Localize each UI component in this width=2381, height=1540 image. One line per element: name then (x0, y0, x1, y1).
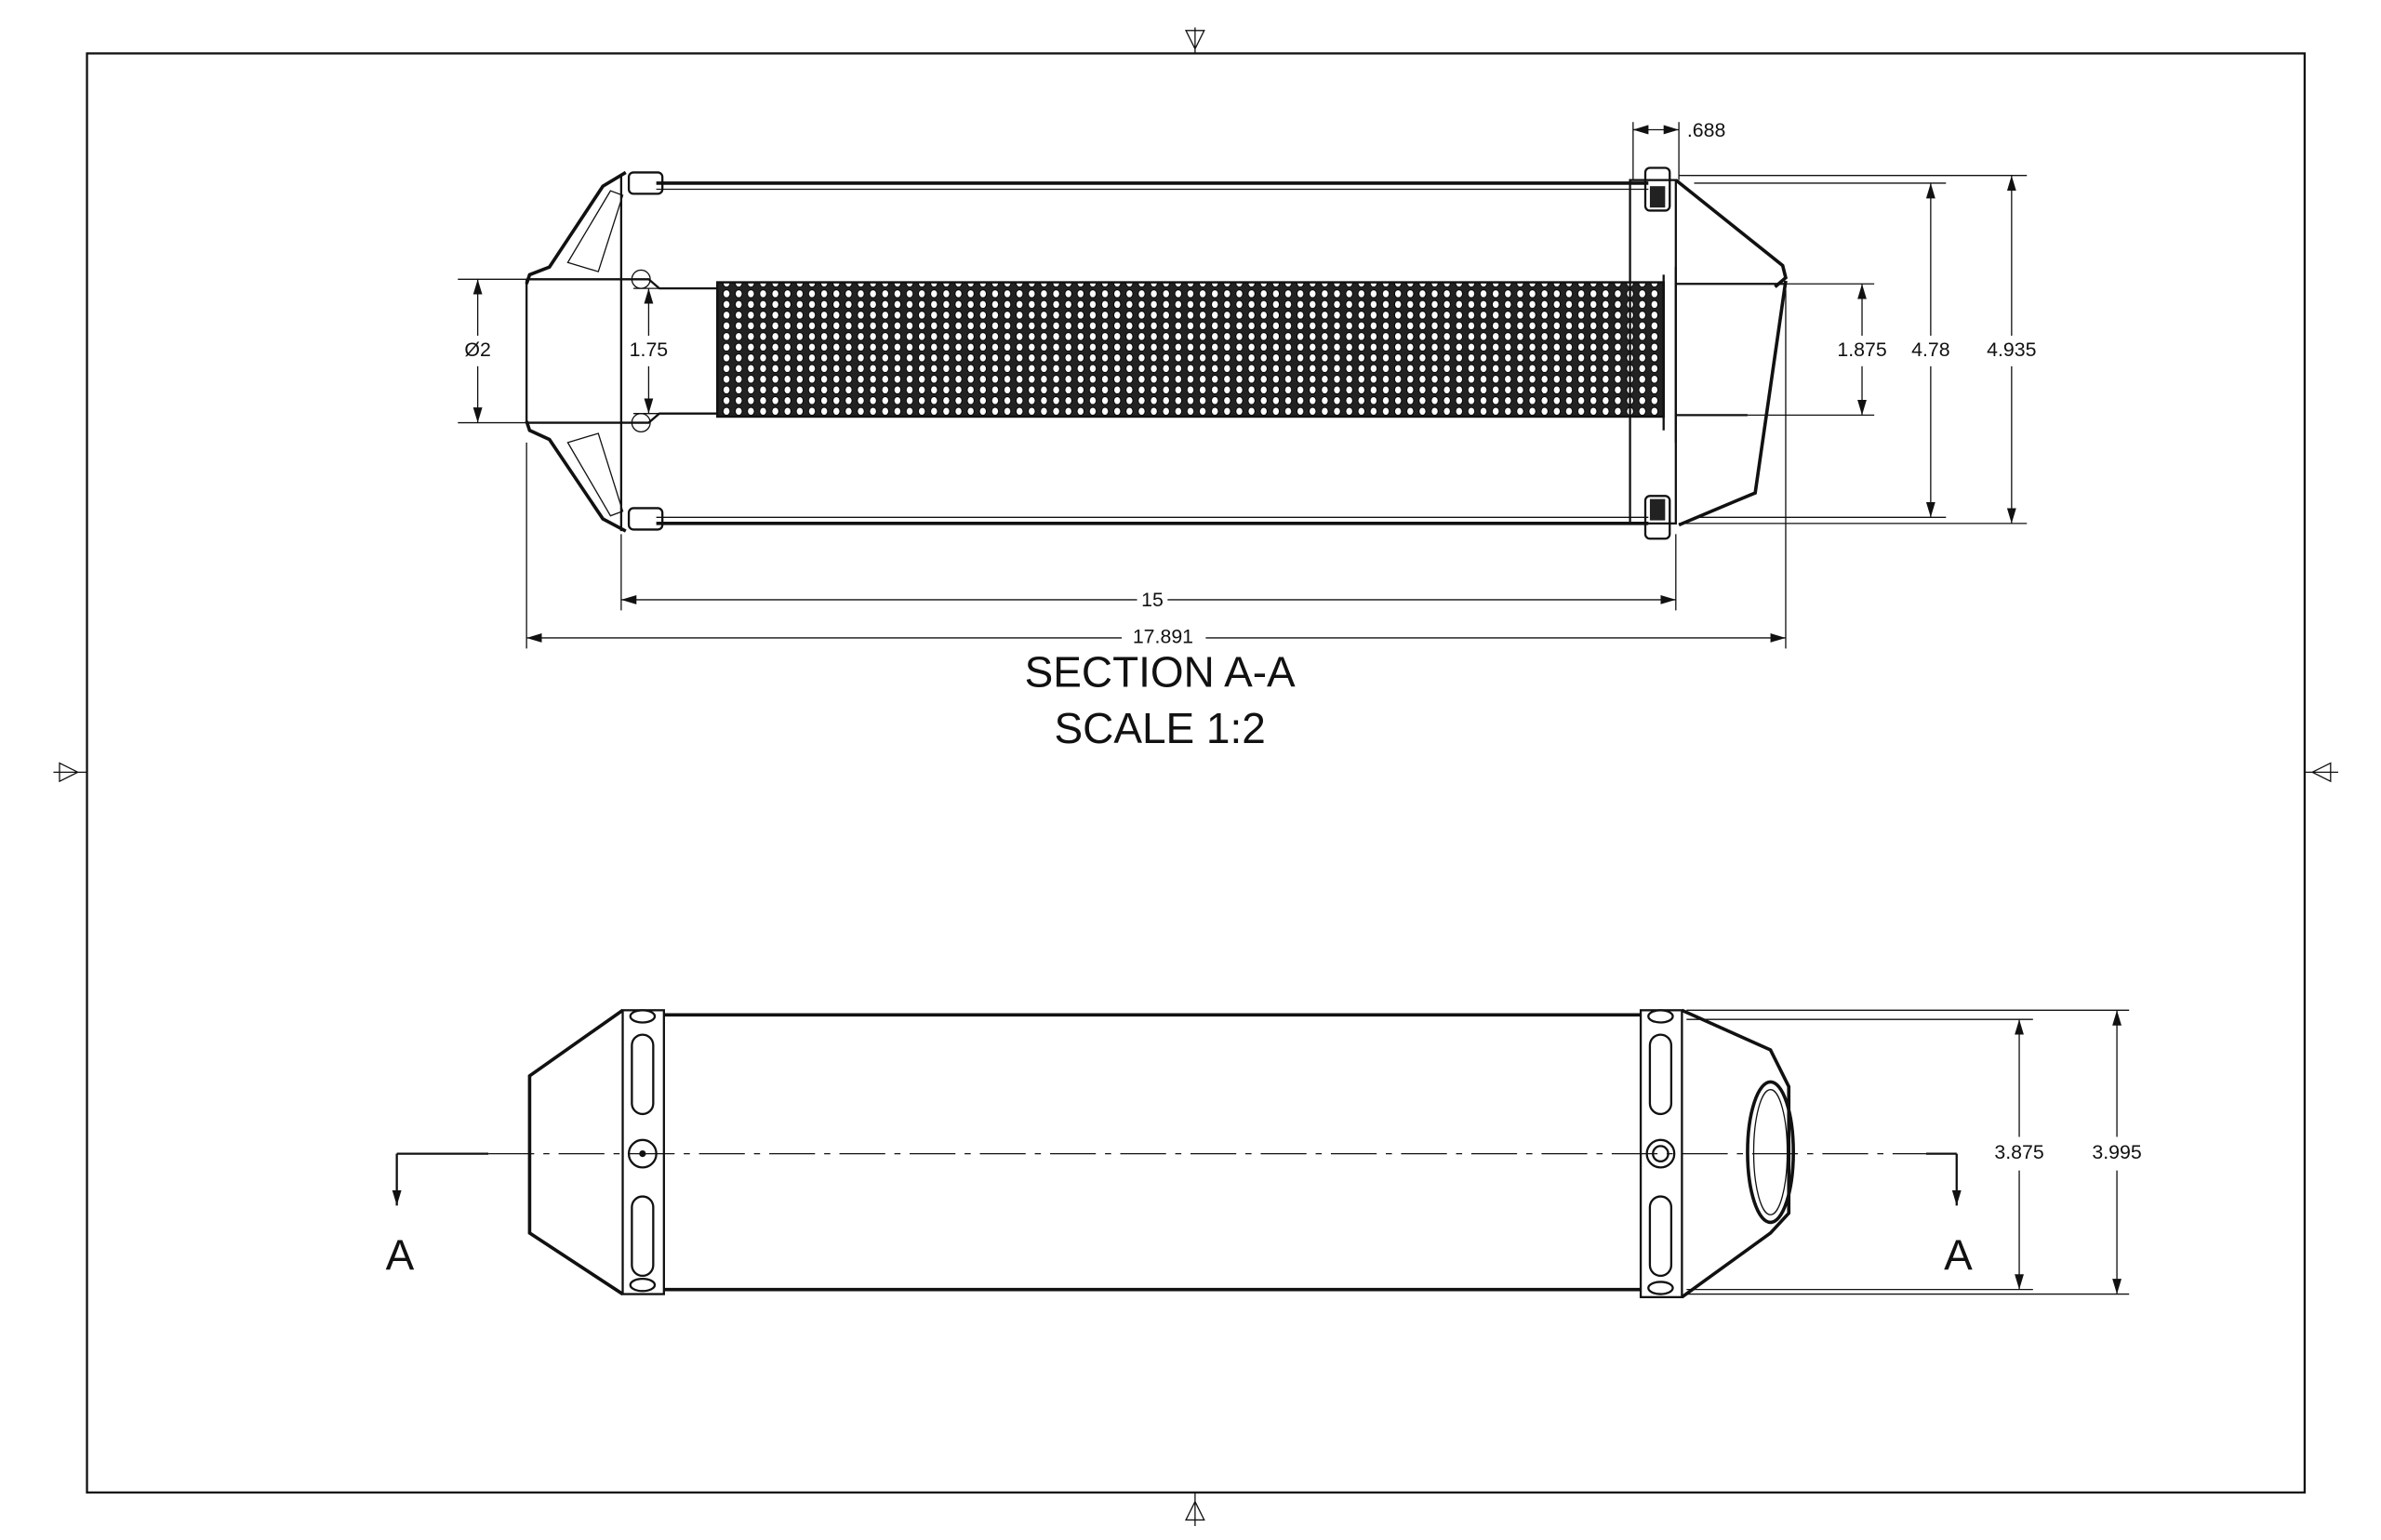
section-title: SECTION A-A (1025, 647, 1296, 696)
outlet-cone (1674, 179, 1788, 527)
dim-outlet-inner: 1.875 (1837, 339, 1886, 361)
section-view: .688 Ø2 1.75 1.875 4.78 4.935 15 17.891 … (458, 119, 2037, 752)
dim-overall-length: 17.891 (1133, 626, 1193, 648)
dim-body-length: 15 (1141, 589, 1164, 611)
flange-slots (627, 1009, 1676, 1295)
section-arrows (392, 1152, 1962, 1206)
sheet-border (86, 52, 2307, 1494)
dim-body-height: 3.875 (1994, 1141, 2043, 1163)
outlet-opening (1746, 1080, 1795, 1225)
section-scale: SCALE 1:2 (1055, 704, 1266, 752)
dim-inlet-inner: 1.75 (630, 339, 669, 361)
inlet-end-cap (525, 170, 718, 533)
outlet-flange (1629, 166, 1677, 540)
dim-body-inner-height: 4.78 (1911, 339, 1950, 361)
side-view: A A 3.875 3.995 (386, 1008, 2142, 1299)
dim-overall-height: 3.995 (2092, 1141, 2141, 1163)
dim-inlet-diameter: Ø2 (464, 339, 490, 361)
section-dimensions (458, 122, 2028, 649)
centering-marks (53, 27, 2339, 1527)
section-label-right: A (1944, 1230, 1973, 1279)
dim-body-outer-height: 4.935 (1987, 339, 2036, 361)
section-label-left: A (386, 1230, 415, 1279)
side-dimensions (1686, 1009, 2130, 1295)
body-tube (656, 181, 1649, 525)
dim-flange-width: .688 (1687, 119, 1726, 141)
perforated-core (716, 281, 1665, 418)
